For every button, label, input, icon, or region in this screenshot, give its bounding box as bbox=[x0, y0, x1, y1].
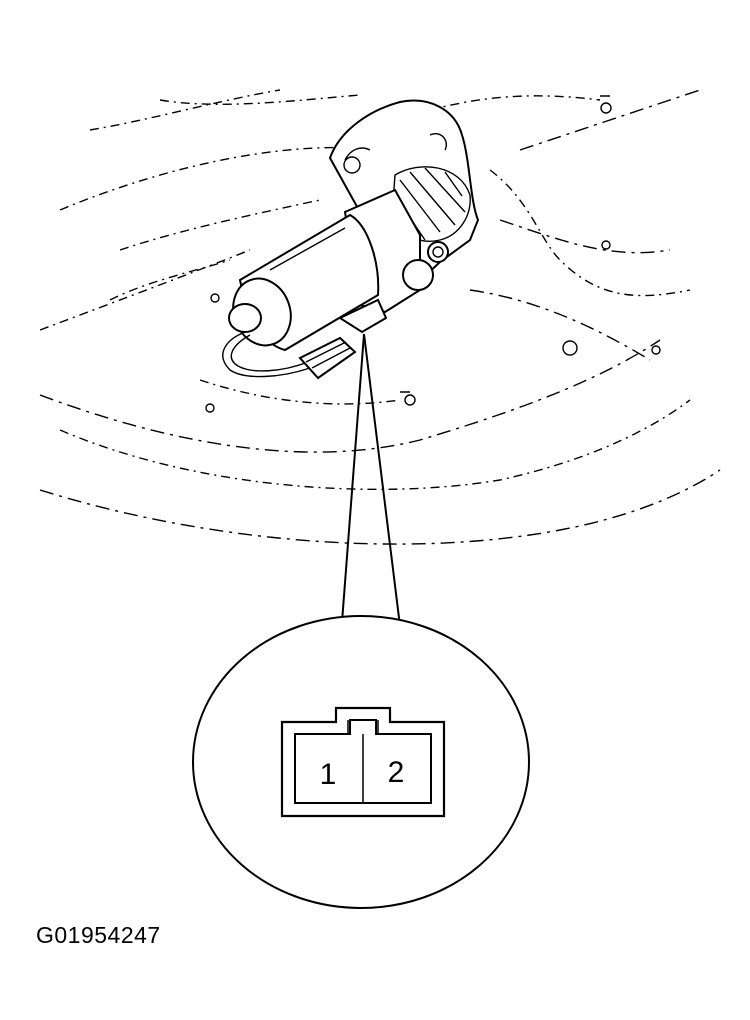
motor-body bbox=[228, 213, 380, 352]
wire-harness bbox=[222, 298, 388, 380]
callout-leader bbox=[341, 333, 401, 627]
pin-2-label: 2 bbox=[388, 756, 405, 789]
pin-1-label: 1 bbox=[320, 758, 337, 791]
figure-id-label: G01954247 bbox=[36, 922, 161, 948]
connector-face: 1 2 bbox=[280, 706, 446, 818]
door-panel-outline bbox=[39, 89, 721, 545]
